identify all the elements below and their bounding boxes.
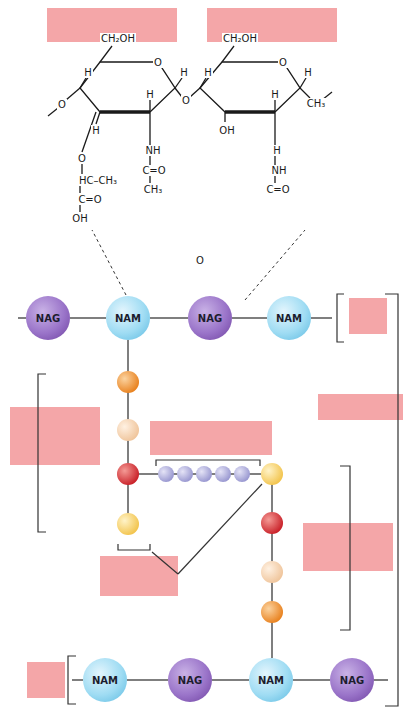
nam-sugar: NAM [83, 658, 127, 702]
chemical-group: H [203, 67, 213, 78]
chemical-group: C=O [141, 165, 166, 176]
glycosidic-bond [70, 317, 106, 319]
chemical-group: H [83, 67, 93, 78]
chemical-group: H [272, 145, 282, 156]
amino-acid [117, 371, 283, 623]
chemical-group: O [278, 57, 288, 68]
chemical-group: O [181, 95, 191, 106]
chemical-group: NH [145, 145, 162, 156]
nag-sugar: NAG [188, 296, 232, 340]
glycosidic-bond [232, 317, 267, 319]
sugar-name: NAG [340, 675, 364, 686]
chemical-group: CH₂OH [222, 33, 258, 44]
blank-label-box [10, 8, 403, 698]
backbone-line [18, 318, 388, 680]
chemical-group: HC–CH₃ [78, 175, 118, 186]
chemical-group: C=O [77, 194, 102, 205]
chemical-group: OH [218, 125, 235, 136]
chemical-group: NH [271, 165, 288, 176]
chemical-group: CH₃ [143, 184, 164, 195]
glycosidic-bond [293, 679, 330, 681]
chemical-group: CH₃ [306, 98, 327, 109]
chemical-group: O [153, 57, 163, 68]
nag-sugar: NAG [168, 658, 212, 702]
bracket [38, 294, 398, 706]
nag-sugar: NAG [330, 658, 374, 702]
chemical-group: OH [71, 213, 88, 224]
nam-sugar: NAM [106, 296, 150, 340]
nam-sugar: NAM [249, 658, 293, 702]
glycine [158, 466, 250, 482]
sugar-name: NAG [198, 313, 222, 324]
glycosidic-bond [150, 317, 188, 319]
chemical-group: H [270, 89, 280, 100]
sugar-name: NAG [178, 675, 202, 686]
chemical-group: H [145, 89, 155, 100]
peptide-bond [128, 340, 272, 658]
chemical-group: CH₂OH [100, 33, 136, 44]
chemical-group: O [195, 255, 205, 266]
nam-sugar: NAM [267, 296, 311, 340]
chemical-group: C=O [265, 184, 290, 195]
chemical-group: O [77, 153, 87, 164]
zoom-line [92, 230, 305, 300]
structure-bonds [48, 46, 332, 212]
sugar-name: NAM [276, 313, 302, 324]
sugar-name: NAM [115, 313, 141, 324]
sugar-name: NAM [92, 675, 118, 686]
chemical-group: H [179, 67, 189, 78]
chemical-group: H [91, 125, 101, 136]
glycosidic-bond [212, 679, 249, 681]
chemical-group: O [57, 99, 67, 110]
chemical-group: H [303, 67, 313, 78]
sugar-name: NAG [36, 313, 60, 324]
sugar-name: NAM [258, 675, 284, 686]
nag-sugar: NAG [26, 296, 70, 340]
glycosidic-bond [127, 679, 168, 681]
